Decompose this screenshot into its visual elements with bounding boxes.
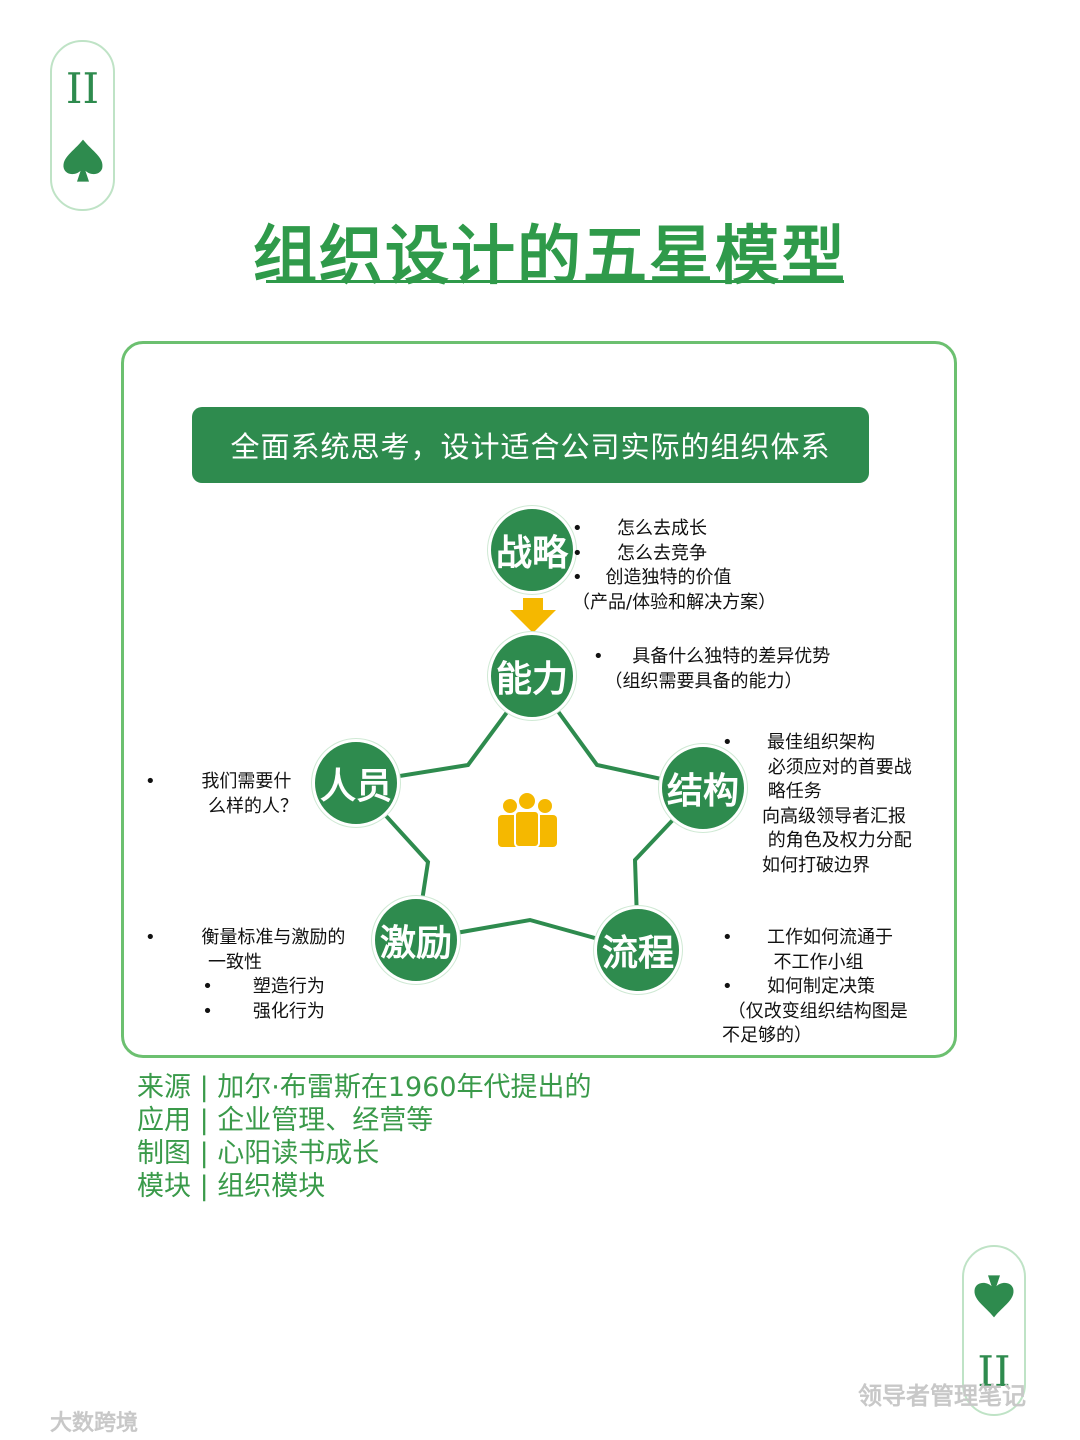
node-incentive: 激励 <box>372 896 460 984</box>
note-process: • 工作如何流通于 不工作小组 • 如何制定决策 （仅改变组织结构图是 不足够的… <box>722 927 908 1046</box>
note-structure: • 最佳组织架构 必须应对的首要战 略任务 向高级领导者汇报 的角色及权力分配 … <box>722 732 912 876</box>
note-incentive: • 衡量标准与激励的 一致性 • 塑造行为 • 强化行为 <box>145 927 346 1022</box>
footer-row: 来源 | 加尔·布雷斯在1960年代提出的 <box>137 1072 592 1103</box>
node-process: 流程 <box>594 906 682 994</box>
corner-card-bottom: II <box>962 1245 1026 1416</box>
watermark-left: 大数跨境 <box>50 1411 139 1436</box>
diagram-frame <box>121 341 957 1058</box>
watermark-right: 领导者管理笔记 <box>858 1382 1026 1410</box>
down-arrow-icon <box>510 598 556 633</box>
node-people: 人员 <box>312 739 400 827</box>
people-group-icon <box>498 793 557 848</box>
spade-icon <box>62 139 103 182</box>
note-capability: • 具备什么独特的差异优势 （组织需要具备的能力） <box>593 646 831 692</box>
note-people: • 我们需要什 么样的人？ <box>145 771 298 817</box>
note-strategy: • 怎么去成长 • 怎么去竞争 • 创造独特的价值 （产品/体验和解决方案） <box>572 518 777 613</box>
node-capability: 能力 <box>488 632 576 720</box>
node-strategy: 战略 <box>488 506 576 594</box>
spade-icon <box>974 1275 1014 1318</box>
footer-row: 模块 | 组织模块 <box>137 1171 326 1202</box>
title-underline <box>266 280 844 283</box>
corner-card-top: II <box>50 40 115 211</box>
corner-numeral: II <box>977 1347 1011 1396</box>
footer-row: 制图 | 心阳读书成长 <box>137 1138 380 1169</box>
corner-numeral: II <box>65 64 100 113</box>
banner: 全面系统思考，设计适合公司实际的组织体系 <box>192 407 869 483</box>
footer-row: 应用 | 企业管理、经营等 <box>137 1105 434 1136</box>
footer: 来源 | 加尔·布雷斯在1960年代提出的 应用 | 企业管理、经营等 制图 |… <box>137 1071 592 1203</box>
node-structure: 结构 <box>659 744 747 832</box>
